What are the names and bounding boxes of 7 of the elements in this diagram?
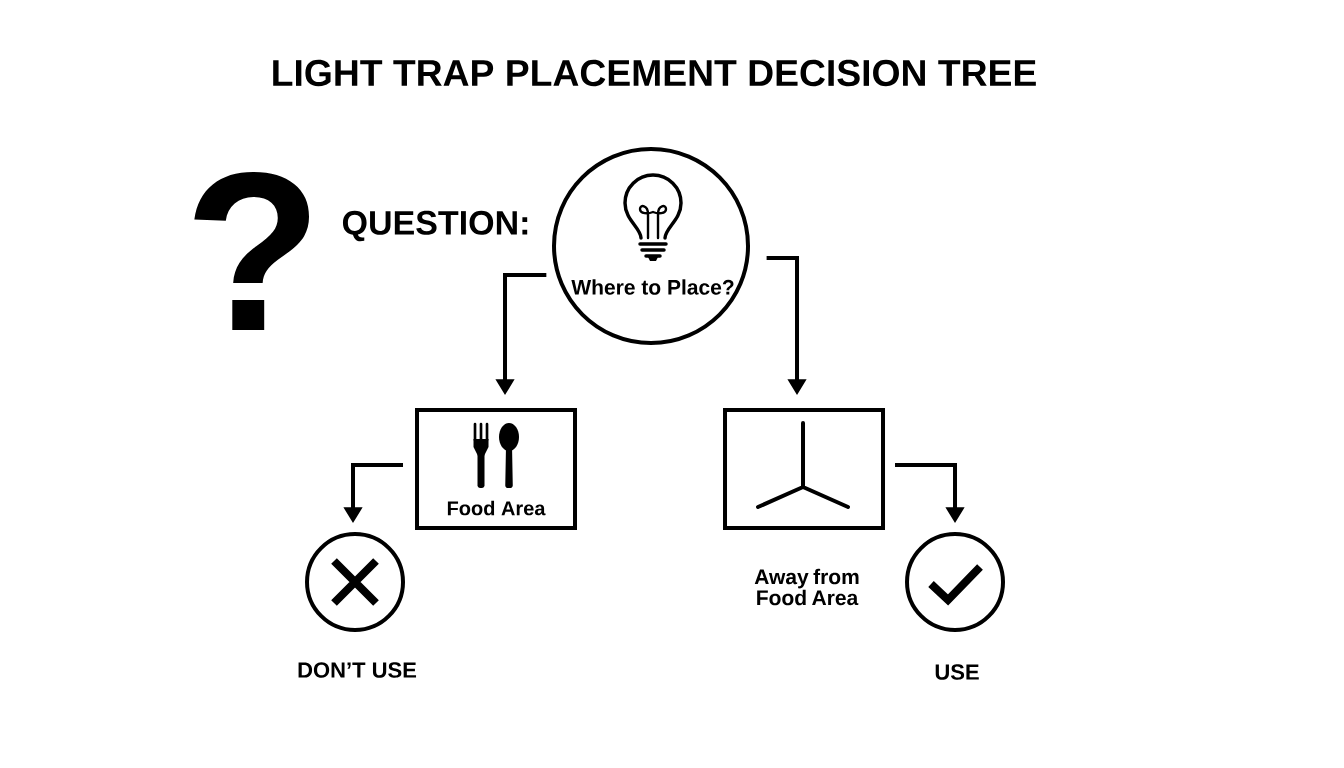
- question-label: QUESTION:: [342, 210, 528, 242]
- title: LIGHT TRAP PLACEMENT DECISION TREE: [273, 59, 1036, 87]
- outcome-label: DON’T USE: [298, 662, 417, 678]
- option-box: Food Area: [415, 408, 577, 530]
- question-mark: ?: [194, 172, 309, 330]
- outcome-label: USE: [935, 664, 979, 680]
- box-label: Away from Food Area: [754, 568, 859, 606]
